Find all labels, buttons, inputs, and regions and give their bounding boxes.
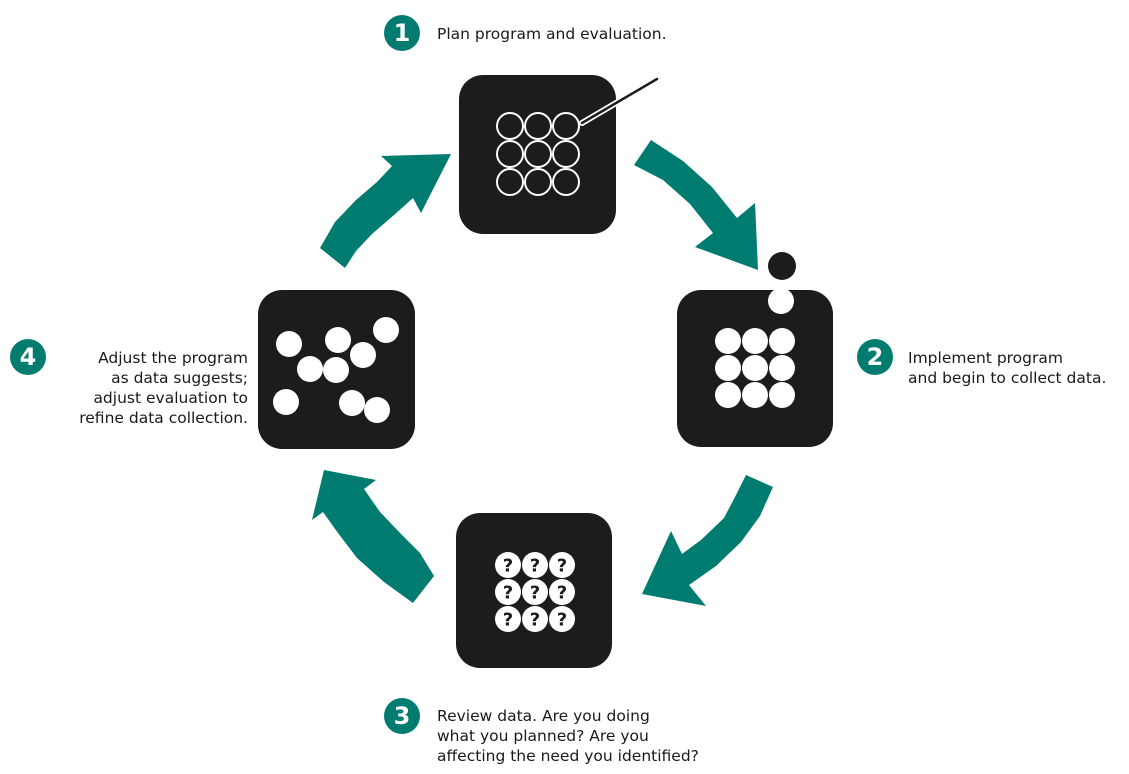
filled-circle (715, 355, 741, 381)
filled-circle (715, 328, 741, 354)
pen-icon (580, 77, 659, 125)
outline-circle (552, 112, 580, 140)
arrow-step-1-to-2 (634, 140, 758, 270)
scattered-circle (323, 357, 349, 383)
outline-circle (552, 168, 580, 196)
scattered-circle (350, 342, 376, 368)
outline-circle (496, 140, 524, 168)
filled-circle (715, 382, 741, 408)
question-mark-icon: ? (557, 556, 567, 577)
filled-circle (769, 382, 795, 408)
step-3-tile: ????????? (456, 513, 612, 668)
question-mark-icon: ? (557, 610, 567, 631)
step-1-description: Plan program and evaluation. (437, 24, 667, 44)
arrow-step-4-to-1 (320, 154, 451, 268)
filled-circle (769, 355, 795, 381)
step-4-line-3: adjust evaluation to (93, 389, 248, 407)
step-1-tile (459, 75, 660, 234)
scattered-circle (276, 331, 302, 357)
scattered-circle (325, 327, 351, 353)
outline-circle (524, 168, 552, 196)
step-3-line-3: affecting the need you identified? (437, 747, 699, 765)
question-circle (495, 606, 521, 632)
step-1-number: 1 (384, 15, 420, 51)
scattered-circle (273, 389, 299, 415)
step-1-tile-background (459, 75, 616, 234)
step-4-number: 4 (10, 339, 46, 375)
dropping-circle (768, 288, 794, 314)
outline-circle (496, 168, 524, 196)
outline-circle (524, 140, 552, 168)
falling-circle (768, 252, 796, 280)
outline-circle (552, 140, 580, 168)
outline-circle (524, 112, 552, 140)
step-4-description: Adjust the program as data suggests; adj… (60, 348, 248, 428)
step-2-number: 2 (857, 339, 893, 375)
scattered-circle (364, 397, 390, 423)
step-1-line-1: Plan program and evaluation. (437, 25, 667, 43)
step-2-description: Implement program and begin to collect d… (908, 348, 1106, 388)
filled-circle (742, 328, 768, 354)
scattered-circle (339, 390, 365, 416)
question-circle (495, 552, 521, 578)
question-circle (522, 552, 548, 578)
question-mark-icon: ? (503, 556, 513, 577)
scattered-circle (373, 317, 399, 343)
filled-circle (742, 382, 768, 408)
arrow-step-2-to-3 (642, 475, 773, 606)
question-circle (549, 606, 575, 632)
step-2-tile (677, 288, 833, 447)
question-circle (522, 606, 548, 632)
question-mark-icon: ? (530, 610, 540, 631)
question-mark-icon: ? (503, 583, 513, 604)
step-2-line-1: Implement program (908, 349, 1063, 367)
question-mark-icon: ? (557, 583, 567, 604)
question-circle (549, 552, 575, 578)
question-mark-icon: ? (503, 610, 513, 631)
step-4-line-1: Adjust the program (98, 349, 248, 367)
step-3-description: Review data. Are you doing what you plan… (437, 706, 699, 766)
filled-circle (742, 355, 768, 381)
filled-circle (769, 328, 795, 354)
question-circle (522, 579, 548, 605)
question-mark-icon: ? (530, 583, 540, 604)
arrow-step-3-to-4 (312, 470, 434, 603)
step-4-line-2: as data suggests; (111, 369, 248, 387)
step-3-line-1: Review data. Are you doing (437, 707, 650, 725)
step-3-number: 3 (384, 698, 420, 734)
scattered-circle (297, 356, 323, 382)
outline-circle (496, 112, 524, 140)
step-4-tile (258, 290, 415, 449)
question-mark-icon: ? (530, 556, 540, 577)
question-circle (549, 579, 575, 605)
step-4-line-4: refine data collection. (79, 409, 248, 427)
step-2-line-2: and begin to collect data. (908, 369, 1107, 387)
step-3-line-2: what you planned? Are you (437, 727, 649, 745)
question-circle (495, 579, 521, 605)
